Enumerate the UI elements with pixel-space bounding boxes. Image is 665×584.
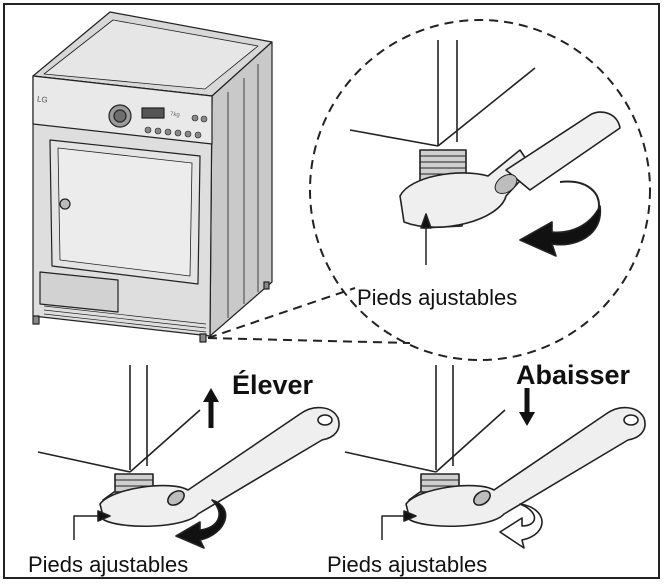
raise-label: Élever — [232, 370, 314, 400]
zoom-foot-detail — [349, 40, 621, 265]
dryer-appliance — [32, 11, 273, 343]
raise-caption: Pieds ajustables — [28, 552, 189, 577]
lower-label: Abaisser — [516, 360, 631, 390]
brand-logo: LG — [36, 94, 49, 105]
capacity-badge: 7kg — [169, 111, 180, 119]
down-arrow-icon — [519, 388, 535, 426]
zoom-callout — [207, 19, 651, 361]
figure-border — [3, 3, 660, 579]
control-buttons — [144, 114, 208, 139]
dryer-door — [49, 139, 201, 285]
lower-caption: Pieds ajustables — [327, 552, 488, 577]
zoom-caption: Pieds ajustables — [357, 285, 518, 310]
lower-foot-illustration — [344, 365, 646, 549]
display-panel — [141, 107, 165, 119]
raise-foot-illustration — [37, 365, 340, 549]
up-arrow-icon — [203, 388, 219, 428]
vent-slots — [43, 305, 207, 333]
program-dial — [108, 104, 132, 128]
